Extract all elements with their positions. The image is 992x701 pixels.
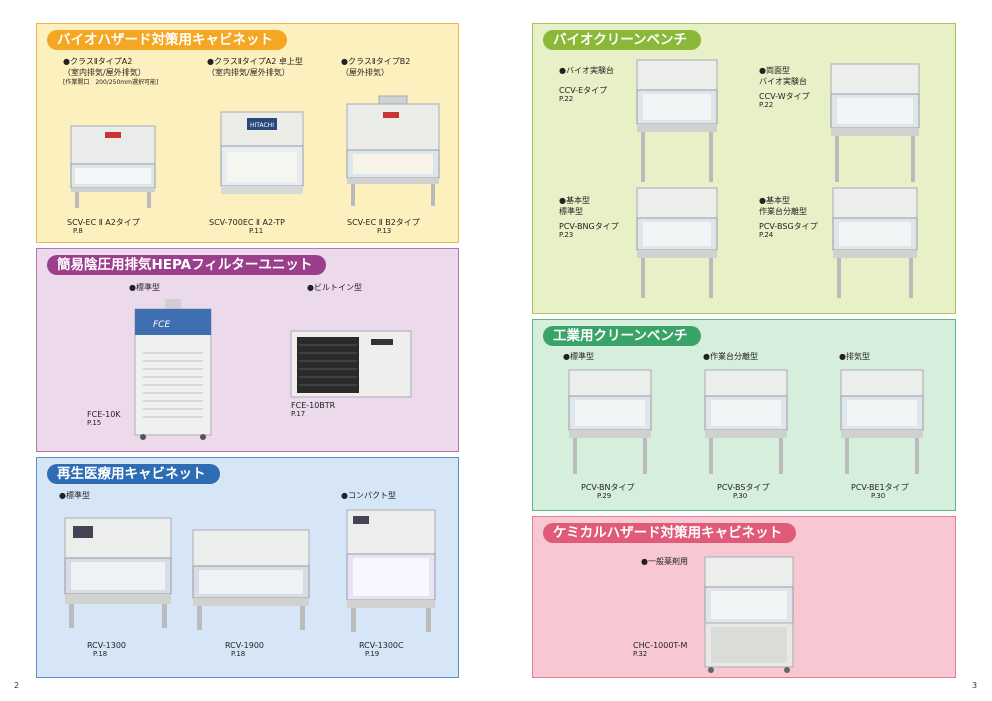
model-label: CHC-1000T-M P.32	[633, 641, 688, 658]
model-label: CCV-Eタイプ P.22	[559, 86, 608, 103]
hepa-section: 簡易陰圧用排気HEPAフィルターユニット ●標準型 FCE FCE-10K P.…	[36, 248, 459, 452]
model-label: FCE-10K P.15	[87, 410, 121, 427]
page-number-left: 2	[14, 681, 20, 690]
cabinet-photo	[64, 517, 172, 628]
model-label: SCV-700EC Ⅱ A2-TP P.11	[209, 218, 285, 235]
model-label: FCE-10BTR P.17	[291, 401, 336, 418]
item-label: ●基本型 作業台分離型	[759, 196, 807, 216]
item-label: ●バイオ実験台	[559, 66, 614, 75]
bench-photo	[832, 187, 918, 298]
filter-unit-photo: FCE	[134, 299, 212, 440]
bench-photo	[704, 369, 788, 474]
item-label: ●コンパクト型	[341, 491, 396, 500]
bio-hazard-section: バイオハザード対策用キャビネット ●クラスⅡタイプA2 （室内排気/屋外排気） …	[36, 23, 459, 243]
bench-photo	[568, 369, 652, 474]
item-label: ●標準型	[59, 491, 90, 500]
svg-text:FCE: FCE	[153, 320, 170, 330]
cabinet-photo	[704, 556, 794, 673]
model-label: CCV-Wタイプ P.22	[759, 92, 810, 109]
item-label: ●作業台分離型	[703, 352, 758, 361]
item-label: ●クラスⅡタイプA2 卓上型 （室内排気/屋外排気）	[207, 57, 303, 77]
item-label: ●一般薬剤用	[641, 557, 688, 566]
bench-photo	[636, 59, 718, 182]
regen-section: 再生医療用キャビネット ●標準型 RCV-1300 P.18 RCV-1900 …	[36, 457, 459, 678]
bench-photo	[840, 369, 924, 474]
chemical-section: ケミカルハザード対策用キャビネット ●一般薬剤用 CHC-1000T-M P.3…	[532, 516, 956, 678]
model-label: PCV-BE1タイプ P.30	[851, 483, 909, 500]
cabinet-photo	[70, 125, 156, 208]
model-label: SCV-EC Ⅱ B2タイプ P.13	[347, 218, 420, 235]
item-label: ●排気型	[839, 352, 870, 361]
cabinet-photo: HITACHI	[220, 111, 304, 194]
hepa-title: 簡易陰圧用排気HEPAフィルターユニット	[47, 255, 327, 275]
model-label: RCV-1300C P.19	[359, 641, 404, 658]
bio-hazard-title: バイオハザード対策用キャビネット	[47, 30, 287, 50]
bio-clean-title: バイオクリーンベンチ	[543, 30, 702, 50]
filter-unit-photo	[290, 330, 412, 398]
item-label: ●基本型 標準型	[559, 196, 590, 216]
model-label: SCV-EC Ⅱ A2タイプ P.8	[67, 218, 140, 235]
bench-photo	[830, 63, 920, 182]
model-label: PCV-BNタイプ P.29	[581, 483, 635, 500]
page-number-right: 3	[972, 681, 978, 690]
cabinet-photo	[192, 529, 310, 630]
item-label: ●標準型	[563, 352, 594, 361]
item-label: ●クラスⅡタイプA2 （室内排気/屋外排気） [作業開口 200/250mm選択…	[63, 57, 159, 86]
item-label: ●クラスⅡタイプB2 （屋外排気）	[341, 57, 411, 77]
bench-photo	[636, 187, 718, 298]
model-label: RCV-1900 P.18	[225, 641, 264, 658]
model-label: PCV-BNGタイプ P.23	[559, 222, 619, 239]
item-label: ●両面型 バイオ実験台	[759, 66, 807, 86]
bio-clean-section: バイオクリーンベンチ ●バイオ実験台 CCV-Eタイプ P.22 ●両面型 バイ…	[532, 23, 956, 314]
svg-text:HITACHI: HITACHI	[250, 122, 274, 129]
cabinet-photo	[346, 95, 440, 206]
model-label: PCV-BSGタイプ P.24	[759, 222, 818, 239]
chemical-title: ケミカルハザード対策用キャビネット	[543, 523, 797, 543]
model-label: RCV-1300 P.18	[87, 641, 126, 658]
regen-title: 再生医療用キャビネット	[47, 464, 220, 484]
item-label: ●ビルトイン型	[307, 283, 362, 292]
item-label: ●標準型	[129, 283, 160, 292]
model-label: PCV-BSタイプ P.30	[717, 483, 770, 500]
cabinet-photo	[346, 509, 436, 632]
industrial-title: 工業用クリーンベンチ	[543, 326, 702, 346]
industrial-section: 工業用クリーンベンチ ●標準型 PCV-BNタイプ P.29 ●作業台分離型 P…	[532, 319, 956, 511]
